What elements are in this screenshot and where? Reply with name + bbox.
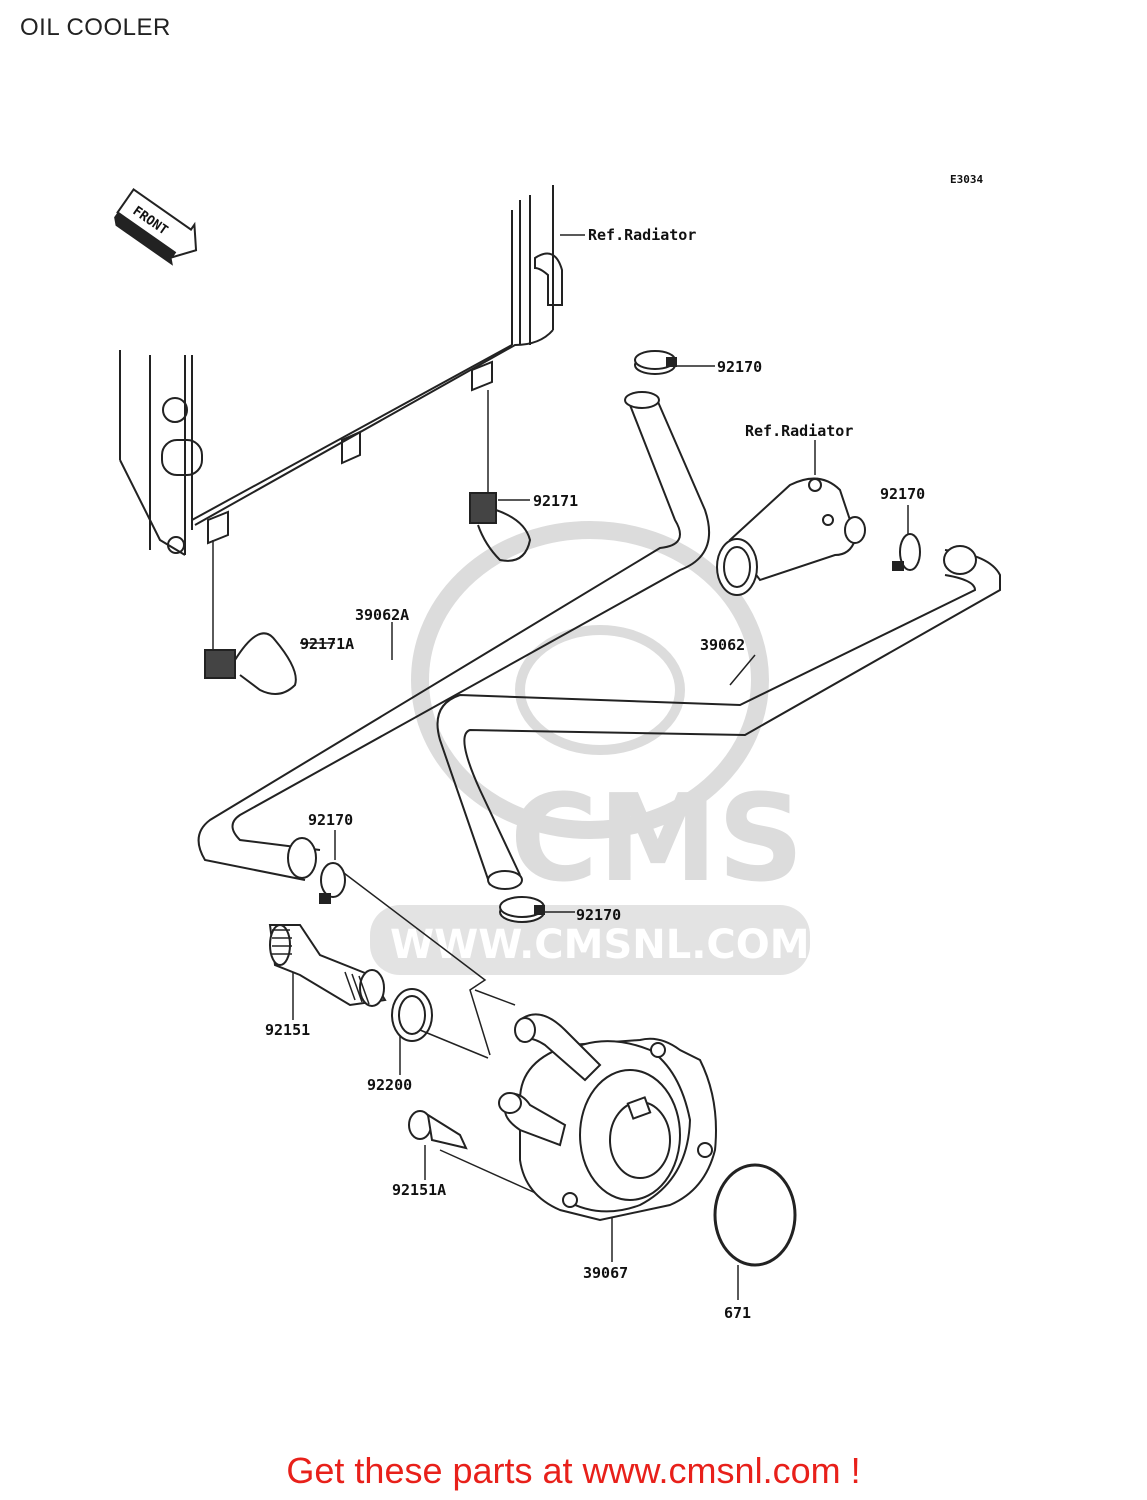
- oil-cooler: [498, 1013, 717, 1222]
- radiator-outline: [119, 185, 563, 556]
- hose-39062: [436, 545, 1001, 890]
- hose-clamp-lower: [499, 896, 545, 923]
- callout-clamp-right: 92170: [880, 485, 925, 503]
- callout-hose-b: 39062: [700, 636, 745, 654]
- callout-ref-radiator-right: Ref.Radiator: [745, 422, 853, 440]
- watermark-url: WWW.CMSNL.COM: [390, 922, 810, 968]
- footer-shop-link[interactable]: Get these parts at www.cmsnl.com !: [286, 1450, 861, 1491]
- callout-clamp-left: 92170: [308, 811, 353, 829]
- hose-clamp-top: [634, 350, 677, 375]
- callout-washer: 92200: [367, 1076, 412, 1094]
- callout-ref-radiator-top: Ref.Radiator: [588, 226, 696, 244]
- watermark-banner: [370, 905, 810, 975]
- o-ring: [713, 1163, 797, 1267]
- callout-oil-cooler: 39067: [583, 1264, 628, 1282]
- callout-clamp-top: 92170: [717, 358, 762, 376]
- hose-bracket-lower: [204, 632, 297, 695]
- hose-39062a: [197, 391, 711, 881]
- fitting-bolt: [268, 924, 387, 1007]
- parts-diagram: CMS WWW.CMSNL.COM E3034 FRONT: [114, 173, 1001, 1322]
- flange-bolt: [408, 1110, 468, 1150]
- callout-flange-bolt: 92151A: [392, 1181, 446, 1199]
- page-title: OIL COOLER: [20, 14, 171, 41]
- callout-o-ring: 671: [724, 1304, 751, 1322]
- callout-bracket-upper: 92171: [533, 492, 578, 510]
- hose-clamp-right: [892, 533, 921, 571]
- callout-hose-a: 39062A: [355, 606, 409, 624]
- diagram-code: E3034: [950, 173, 983, 186]
- radiator-fitting: [716, 477, 866, 596]
- watermark-mascot-face: [515, 625, 685, 755]
- washer: [391, 988, 433, 1042]
- callout-clamp-lower: 92170: [576, 906, 621, 924]
- watermark-brand: CMS: [510, 770, 804, 909]
- front-arrow-icon: FRONT: [114, 188, 198, 266]
- hose-bracket-upper: [469, 492, 532, 562]
- hose-clamp-left: [319, 862, 346, 904]
- watermark-mascot: [411, 521, 769, 839]
- callout-fitting-bolt: 92151: [265, 1021, 310, 1039]
- callout-bracket-lower: 92171A: [300, 635, 354, 653]
